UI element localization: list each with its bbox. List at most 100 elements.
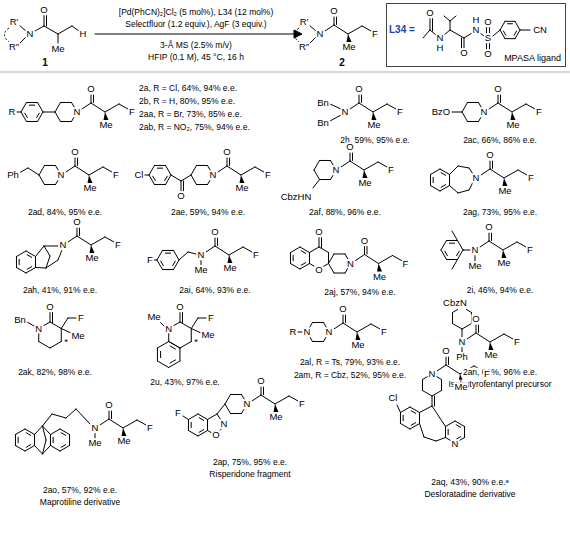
bond-line (518, 170, 527, 175)
bond-line (446, 365, 460, 374)
compound-caption: Maprotiline derivative (39, 498, 121, 507)
bond-line (79, 228, 80, 236)
bond-line (119, 104, 128, 109)
bond-line (77, 158, 78, 166)
bond-line (508, 23, 513, 24)
bond-line (468, 102, 479, 103)
bond-line (290, 264, 300, 270)
bond-line (109, 411, 110, 419)
bond-line (16, 268, 26, 274)
bond-line (419, 413, 420, 424)
atom-label: O (354, 84, 363, 94)
bond-line (52, 414, 66, 418)
bond-line (27, 322, 34, 326)
bond-line (441, 380, 442, 391)
atom-label: Me (496, 258, 511, 268)
bond-line (39, 165, 45, 175)
bond-line (72, 116, 75, 121)
bond-line (476, 325, 477, 333)
bond-line (423, 30, 430, 38)
bond-line (444, 30, 450, 35)
bond-line (197, 165, 208, 166)
atom-label: O (484, 222, 493, 232)
bond-line (422, 391, 432, 397)
atom-label: F (535, 107, 543, 117)
wedge-bond (274, 404, 279, 412)
bond-line (445, 427, 446, 438)
bond-line (44, 26, 58, 34)
wedge-bond (502, 250, 507, 258)
bond-line (441, 250, 447, 260)
bond-line (55, 102, 61, 112)
compound-caption: 2al, R = Ts, 79%, 93% e.e. (299, 358, 401, 367)
bond-line (450, 30, 464, 38)
bond-line (243, 247, 252, 252)
atom-label: N (243, 399, 252, 409)
atom-label: O (459, 48, 468, 58)
atom-label: F (387, 165, 395, 175)
bond-line (43, 414, 53, 426)
atom-label: Bn (13, 315, 27, 325)
bond-line (27, 255, 32, 258)
bond-line (464, 38, 465, 48)
bond-line (155, 184, 166, 185)
bond-line (367, 247, 368, 255)
atom-label: O (338, 304, 347, 314)
bond-line (29, 105, 34, 106)
atom-label: Me (453, 382, 468, 392)
bond-line (21, 102, 27, 112)
bond-line (323, 264, 328, 267)
bond-line (25, 429, 35, 435)
bond-line (432, 391, 442, 397)
bond-line (300, 247, 310, 253)
atom-label: Me (372, 272, 387, 282)
compound-caption: 2af, 88%, 96% e.e. (308, 208, 382, 217)
bond-line (27, 102, 38, 103)
ligand-name: L34 = (389, 25, 415, 35)
bond-line (165, 253, 170, 254)
atom-label: Me (98, 120, 113, 130)
atom-label: O (86, 84, 95, 94)
bond-line (520, 30, 530, 31)
bond-line (215, 246, 229, 255)
bond-line (263, 387, 264, 395)
atom-label: N (472, 25, 481, 35)
bond-line (330, 104, 341, 109)
bond-line (503, 242, 517, 250)
bond-line (188, 431, 198, 437)
bond-line (18, 437, 19, 442)
bond-line (461, 38, 462, 48)
atom-label: O (256, 376, 265, 386)
bond-line (331, 174, 334, 179)
bond-line (165, 176, 168, 181)
bond-line (468, 121, 479, 122)
compound-caption: 2aj, 57%, 94% e.e. (323, 288, 396, 297)
wedge-bond (88, 175, 93, 183)
bond-line (179, 348, 180, 361)
bond-line (39, 342, 50, 349)
bond-line (35, 446, 43, 455)
bond-line (359, 103, 373, 112)
bond-line (155, 165, 166, 166)
bond-line (411, 411, 416, 414)
atom-label: F (174, 408, 182, 418)
bond-line (181, 181, 182, 191)
bond-line (198, 431, 208, 437)
compound-caption: 2am, R = Cbz, 52%, 95% e.e. (293, 371, 407, 380)
compound-caption: 2ap, 75%, 95% e.e. (212, 458, 288, 467)
atom-label: F (112, 170, 120, 180)
atom-label: F (146, 255, 154, 265)
bond-line (447, 259, 458, 260)
bond-line (434, 396, 435, 406)
bond-line (69, 435, 70, 446)
atom-label: N (59, 240, 68, 250)
bond-line (182, 312, 183, 323)
bond-line (19, 168, 28, 173)
atom-label: F (298, 399, 306, 409)
compound-caption: 2ai, 64%, 93% e.e. (178, 286, 251, 295)
bond-line (449, 175, 450, 186)
bond-line (458, 240, 464, 250)
atom-label: Bn (316, 98, 330, 108)
bond-line (157, 260, 163, 270)
compound-caption: [Pd(PhCN)₂]Cl₂ (5 mol%), L34 (12 mol%) (118, 8, 274, 17)
